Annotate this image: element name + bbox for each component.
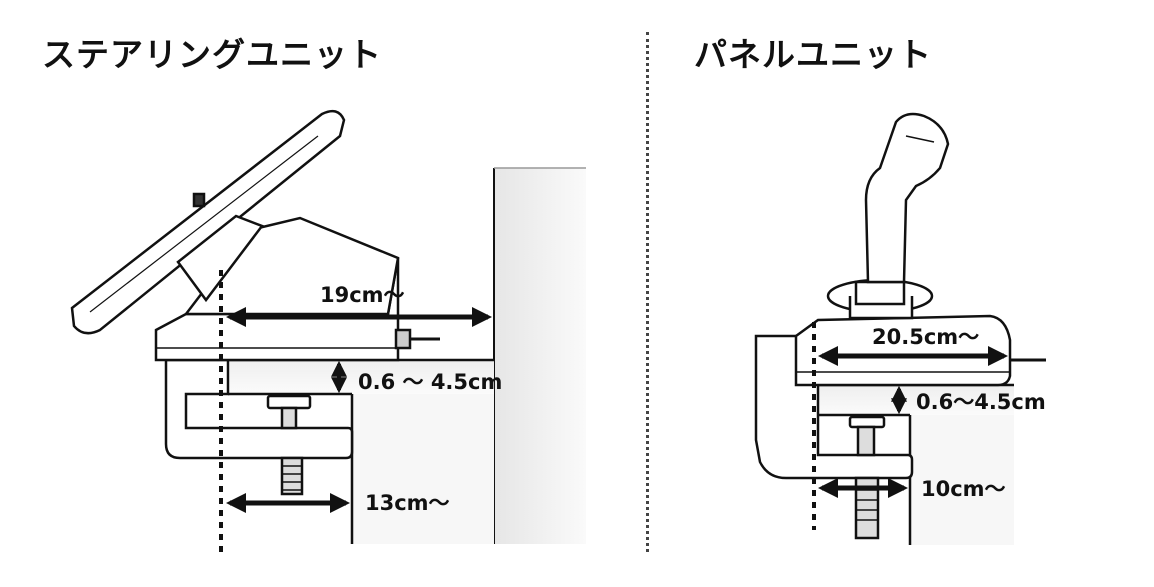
panel-depth-label: 20.5cm～ [872,325,979,349]
desk [228,358,494,544]
panel-clamp-label: 10cm～ [921,477,1006,501]
steering-wheel [70,109,346,335]
joystick [826,112,950,320]
steering-clamp-label: 13cm～ [365,491,450,515]
section-divider [646,32,649,552]
steering-depth-label: 19cm～ [320,283,405,307]
steering-thickness-label: 0.6 ～ 4.5cm [358,370,502,394]
panel-thickness-label: 0.6～4.5cm [916,390,1046,414]
steering-unit-title: ステアリングユニット [42,35,382,74]
wall [493,167,586,544]
desk [818,383,1014,545]
steering-clamp [164,358,354,496]
panel-scene: 20.5cm～ 0.6～4.5cm 10cm～ [754,112,1046,545]
panel-unit-title: パネルユニット [694,35,932,74]
steering-scene: 19cm～ 0.6 ～ 4.5cm 13cm～ [70,109,586,552]
